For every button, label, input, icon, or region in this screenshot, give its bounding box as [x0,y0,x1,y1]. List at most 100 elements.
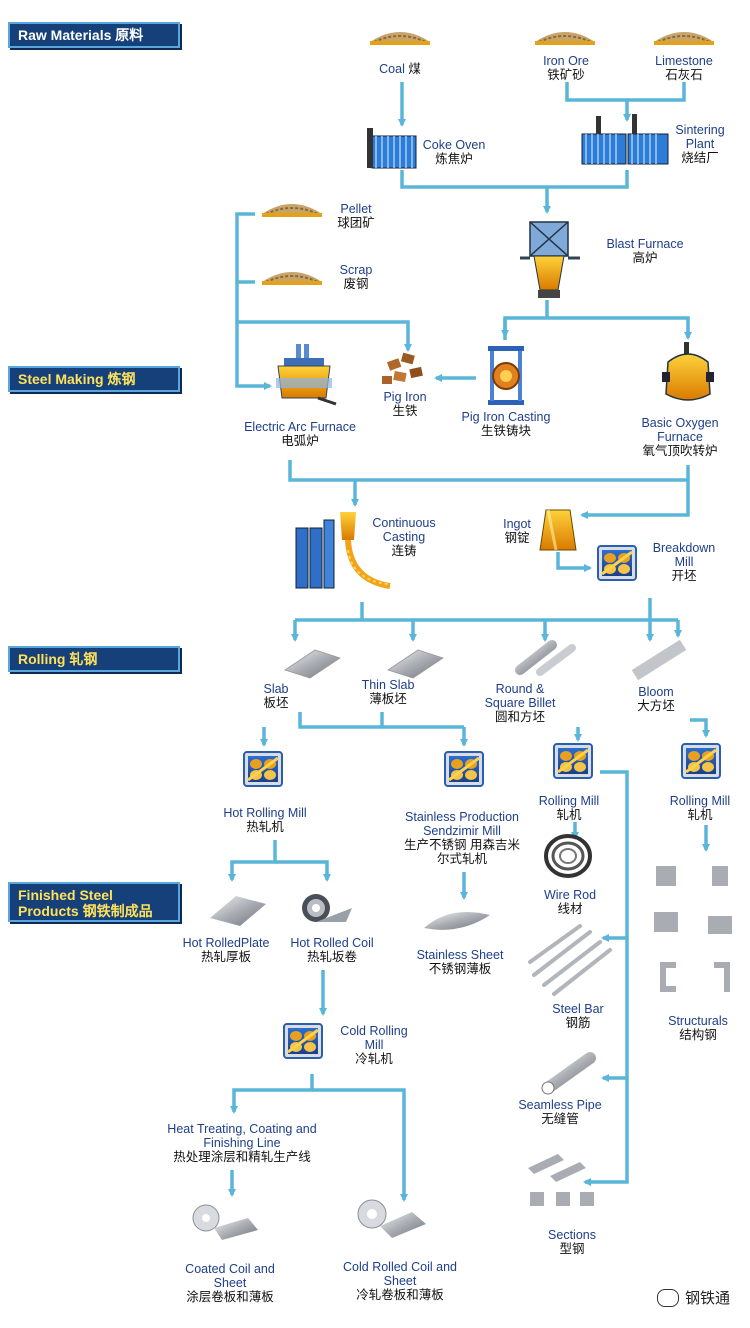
limestone-pile-icon [653,31,715,46]
steel-bar-icon [528,924,612,996]
label-stainless-sheet-zh: 不锈钢薄板 [428,962,492,976]
label-bof-en: Basic Oxygen Furnace [641,416,719,444]
structurals-icon [654,866,732,992]
label-heat-treat: Heat Treating, Coating and Finishing Lin… [147,1122,337,1164]
stage-finished-line1: Finished Steel [18,887,113,903]
label-coke-oven: Coke Oven 炼焦炉 [423,138,486,166]
continuous-casting-icon [295,512,391,589]
label-sintering-en: Sintering Plant [675,123,725,151]
label-pig-iron: Pig Iron 生铁 [383,390,426,418]
label-pig-casting-en: Pig Iron Casting [461,410,551,424]
label-hot-mill: Hot Rolling Mill 热轧机 [223,806,306,834]
label-coke-oven-en: Coke Oven [422,138,486,152]
label-wire-rod: Wire Rod 线材 [544,888,596,916]
label-pig-iron-zh: 生铁 [392,404,418,418]
label-rolling-mill-2-en: Rolling Mill [669,794,731,808]
label-hot-coil: Hot Rolled Coil 热轧坂卷 [290,936,373,964]
label-sintering-zh: 烧结厂 [681,151,719,165]
label-cold-coil: Cold Rolled Coil and Sheet 冷轧卷板和薄板 [340,1260,460,1302]
label-hot-plate-zh: 热轧厚板 [200,950,252,964]
label-limestone-en: Limestone [655,54,713,68]
label-blast-en: Blast Furnace [606,237,684,251]
label-rolling-mill-2: Rolling Mill 轧机 [670,794,730,822]
label-cold-mill-zh: 冷轧机 [355,1052,393,1066]
label-thin-slab-zh: 薄板坯 [369,692,407,706]
label-seamless-zh: 无缝管 [541,1112,579,1126]
rolling-mill-icon [552,742,594,780]
breakdown-mill-icon [596,544,638,582]
label-pig-casting: Pig Iron Casting 生铁铸块 [462,410,551,438]
label-hot-coil-en: Hot Rolled Coil [290,936,374,950]
label-slab: Slab 板坯 [263,682,288,710]
label-pellet: Pellet 球团矿 [337,202,375,230]
label-cold-mill: Cold Rolling Mill 冷轧机 [332,1024,416,1066]
label-billet-en: Round & Square Billet [484,682,556,710]
stainless-sheet-icon [424,911,490,930]
label-steel-bar: Steel Bar 钢筋 [552,1002,603,1030]
label-coal: Coal 煤 [379,62,421,76]
bloom-icon [631,639,687,681]
watermark: 钢铁通 [656,1287,730,1308]
label-continuous-en: Continuous Casting [372,516,436,544]
label-scrap-en: Scrap [339,263,373,277]
label-stainless-mill-en: Stainless Production Sendzimir Mill [405,810,519,838]
label-heat-treat-en: Heat Treating, Coating and Finishing Lin… [167,1122,317,1150]
label-slab-zh: 板坯 [263,696,289,710]
stage-raw-materials: Raw Materials 原料 [8,22,180,48]
label-continuous: Continuous Casting 连铸 [366,516,442,558]
label-steel-bar-en: Steel Bar [552,1002,604,1016]
label-wire-rod-zh: 线材 [557,902,583,916]
label-hot-mill-en: Hot Rolling Mill [223,806,307,820]
ingot-icon [539,509,577,551]
electric-arc-furnace-icon [276,344,337,406]
pig-iron-casting-icon [488,346,524,405]
slab-icon [284,649,341,679]
label-iron-ore: Iron Ore 铁矿砂 [543,54,589,82]
label-pig-casting-zh: 生铁铸块 [480,424,531,438]
wire-rod-icon [544,834,592,878]
label-bof: Basic Oxygen Furnace 氧气顶吹转炉 [632,416,728,458]
label-ingot-en: Ingot [503,517,531,531]
label-sections-zh: 型钢 [559,1242,585,1256]
coke-oven-icon [367,128,417,169]
label-limestone-zh: 石灰石 [665,68,703,82]
cold-rolled-coil-icon [357,1199,426,1238]
label-bloom-en: Bloom [638,685,674,699]
scrap-pile-icon [261,271,323,286]
label-bloom: Bloom 大方坯 [637,685,675,713]
hot-rolling-mill-icon [242,750,284,788]
label-thin-slab-en: Thin Slab [361,678,415,692]
sintering-plant-icon [581,114,669,165]
pig-iron-icon [382,352,423,384]
label-pellet-en: Pellet [340,202,372,216]
label-breakdown-en: Breakdown Mill [652,541,716,569]
label-eaf: Electric Arc Furnace 电弧炉 [244,420,356,448]
label-iron-ore-zh: 铁矿砂 [547,68,585,82]
coal-pile-icon [369,31,431,46]
sendzimir-mill-icon [443,750,485,788]
label-cold-coil-en: Cold Rolled Coil and Sheet [343,1260,457,1288]
chat-bubble-icon [656,1288,679,1307]
label-ingot-zh: 钢锭 [504,531,530,545]
label-slab-en: Slab [263,682,289,696]
label-sections-en: Sections [548,1228,596,1242]
label-rolling-mill-2-zh: 轧机 [687,808,713,822]
blast-furnace-icon [520,221,580,298]
label-hot-coil-zh: 热轧坂卷 [306,950,357,964]
label-stainless-sheet: Stainless Sheet 不锈钢薄板 [417,948,504,976]
thin-slab-icon [387,649,444,679]
label-stainless-mill: Stainless Production Sendzimir Mill 生产不锈… [399,810,525,866]
hot-rolled-plate-icon [210,896,266,926]
label-steel-bar-zh: 钢筋 [565,1016,591,1030]
label-structurals-en: Structurals [668,1014,728,1028]
label-wire-rod-en: Wire Rod [543,888,597,902]
label-blast-zh: 高炉 [632,251,658,265]
hot-rolled-coil-icon [302,894,352,922]
seamless-pipe-icon [541,1052,596,1095]
label-continuous-zh: 连铸 [391,544,417,558]
cold-rolling-mill-icon [282,1022,324,1060]
label-rolling-mill-1-zh: 轧机 [556,808,582,822]
label-coal-text: Coal 煤 [379,62,421,76]
label-bof-zh: 氧气顶吹转炉 [642,444,718,458]
label-hot-plate: Hot RolledPlate 热轧厚板 [183,936,270,964]
